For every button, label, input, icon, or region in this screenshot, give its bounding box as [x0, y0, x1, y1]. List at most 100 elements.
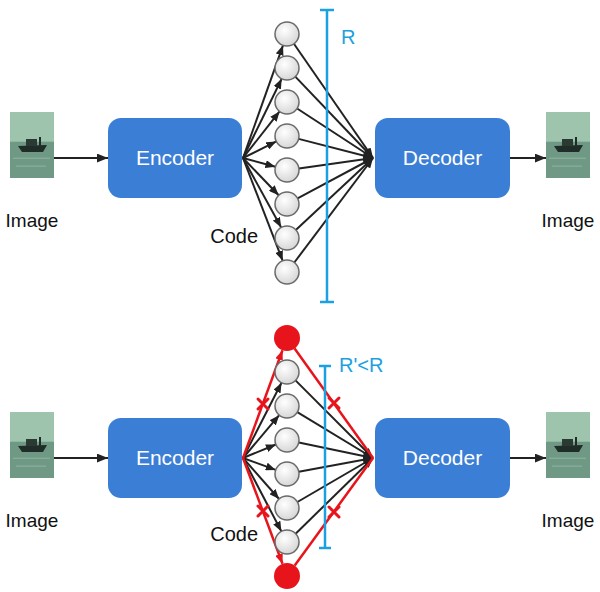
cut-mark	[258, 506, 268, 516]
photo-sky	[546, 412, 590, 478]
photo-cabin	[26, 439, 37, 446]
box-label: Decoder	[403, 146, 482, 170]
code-unit	[275, 90, 299, 114]
image-node: Image	[546, 112, 590, 178]
rate-cap	[320, 9, 334, 12]
cut-mark	[329, 398, 339, 408]
code-units	[275, 22, 299, 284]
code-unit	[275, 260, 299, 284]
image-node: Image	[546, 412, 590, 478]
code-link	[294, 158, 373, 263]
rate-cap	[320, 301, 334, 304]
code-link	[296, 380, 374, 458]
code-link	[299, 139, 373, 158]
box-label: Decoder	[403, 446, 482, 470]
image-label: Image	[6, 210, 59, 232]
photo-sky	[10, 412, 54, 478]
flow-arrow	[510, 157, 546, 159]
photo-water	[10, 442, 54, 478]
photo-boat	[18, 145, 47, 152]
process-box: Encoder	[108, 118, 242, 198]
cut-mark	[329, 507, 339, 517]
pruned-link	[295, 458, 373, 566]
code-link	[297, 412, 373, 458]
rate-label: R'<R	[339, 354, 383, 377]
code-unit	[275, 226, 299, 250]
photo-cabin	[562, 439, 573, 446]
box-label: Encoder	[136, 146, 214, 170]
process-box: Encoder	[108, 418, 242, 498]
photo-boat	[18, 445, 47, 452]
code-link	[296, 158, 373, 230]
flow-arrow	[510, 457, 546, 459]
photo-figure	[575, 437, 577, 446]
photo-water	[546, 442, 590, 478]
code-link	[243, 415, 279, 458]
flow-arrow	[54, 457, 108, 459]
code-label: Code	[210, 523, 258, 546]
photo-thumbnail	[546, 412, 590, 478]
code-link	[297, 109, 373, 159]
image-node: Image	[10, 412, 54, 478]
process-box: Decoder	[375, 118, 510, 198]
photo-boat	[554, 145, 583, 152]
code-decoder-links	[294, 44, 373, 263]
image-label: Image	[6, 510, 59, 532]
code-link	[243, 383, 282, 458]
rate-label: R	[341, 26, 355, 49]
cut-mark	[258, 399, 268, 409]
box-label: Encoder	[136, 446, 214, 470]
code-link	[243, 141, 276, 158]
photo-thumbnail	[10, 412, 54, 478]
code-unit	[275, 428, 299, 452]
code-unit	[275, 56, 299, 80]
code-unit	[275, 462, 299, 486]
photo-ripple	[13, 458, 50, 466]
code-unit	[275, 158, 299, 182]
photo-water	[10, 142, 54, 178]
code-link	[294, 44, 373, 158]
code-unit	[275, 530, 299, 554]
photo-thumbnail	[546, 112, 590, 178]
code-units	[275, 360, 299, 554]
rate-bar	[320, 10, 334, 302]
photo-water	[546, 142, 590, 178]
code-unit	[275, 192, 299, 216]
image-label: Image	[542, 510, 595, 532]
pruned-units	[274, 325, 300, 589]
rate-bar	[319, 366, 331, 548]
photo-boat	[554, 445, 583, 452]
image-node: Image	[10, 112, 54, 178]
code-unit	[275, 394, 299, 418]
code-link	[296, 458, 373, 534]
flow-arrow	[54, 157, 108, 159]
photo-ripple	[13, 158, 50, 166]
photo-cabin	[26, 139, 37, 146]
code-label: Code	[210, 225, 258, 248]
rate-cap	[319, 365, 331, 368]
photo-sky	[546, 112, 590, 178]
pruned-unit	[274, 563, 300, 589]
pruned-links	[243, 349, 373, 566]
code-unit	[275, 124, 299, 148]
code-link	[295, 77, 373, 158]
rate-line	[326, 10, 329, 302]
image-label: Image	[542, 210, 595, 232]
photo-ripple	[549, 458, 586, 466]
code-link	[243, 111, 280, 158]
code-decoder-links	[296, 380, 374, 533]
photo-figure	[39, 137, 41, 146]
process-box: Decoder	[375, 418, 510, 498]
code-link	[243, 79, 282, 158]
photo-ripple	[549, 158, 586, 166]
photo-cabin	[562, 139, 573, 146]
code-link	[299, 442, 373, 458]
code-unit	[275, 360, 299, 384]
photo-sky	[10, 112, 54, 178]
cut-marks	[258, 398, 339, 517]
code-unit	[275, 496, 299, 520]
code-unit	[275, 22, 299, 46]
photo-figure	[575, 137, 577, 146]
